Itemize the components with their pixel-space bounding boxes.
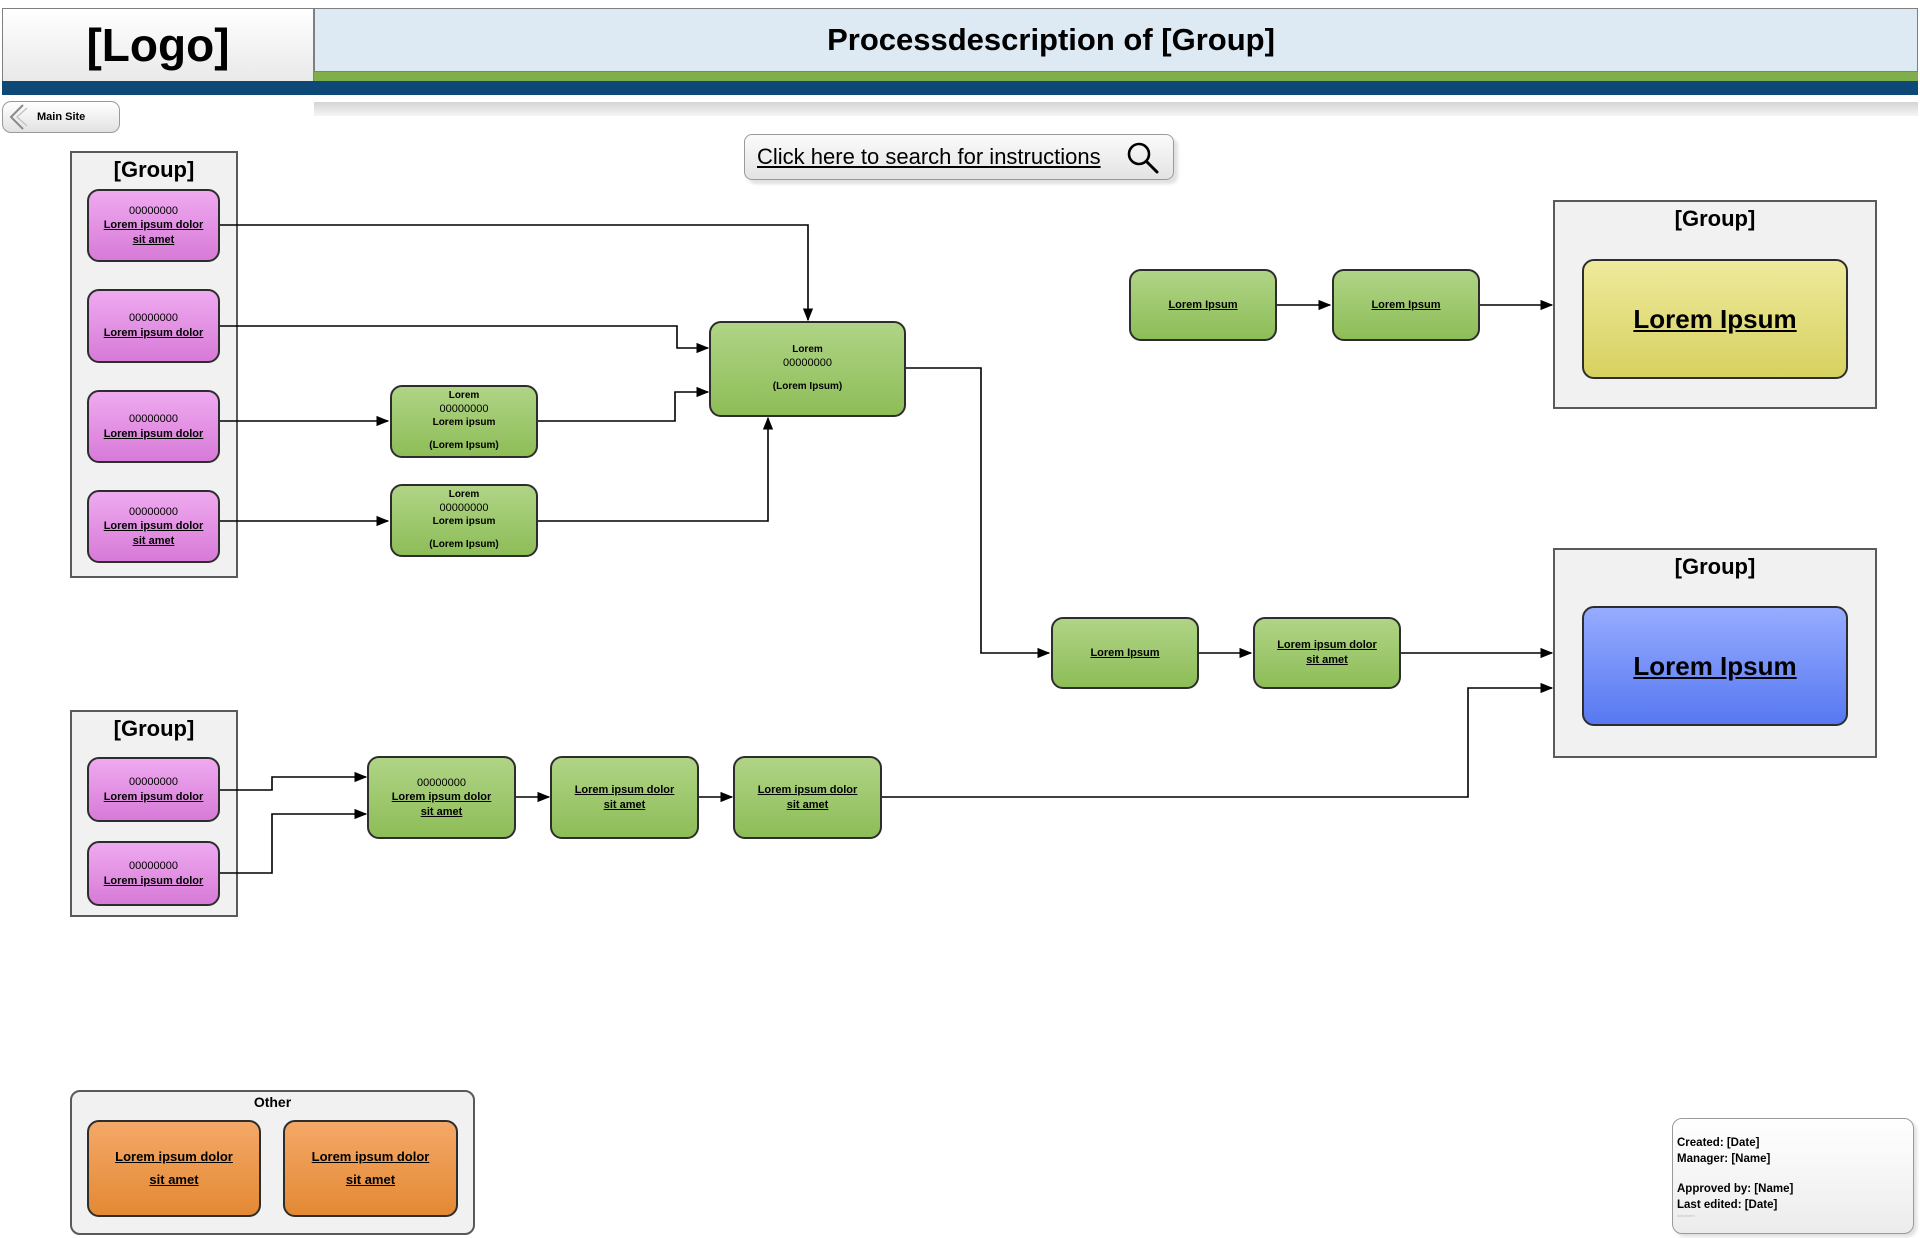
input-step-1[interactable]: 00000000 Lorem ipsum dolor sit amet [87,189,220,262]
mid-step-1[interactable]: Lorem 00000000 Lorem ipsum (Lorem Ipsum) [390,385,538,458]
connector [538,416,774,522]
manager-name: Manager: [Name] [1677,1153,1771,1166]
top-flow-step-2[interactable]: Lorem Ipsum [1332,269,1480,341]
input-step-3[interactable]: 00000000 Lorem ipsum dolor [87,390,220,463]
other-item-1[interactable]: Lorem ipsum dolor sit amet [87,1120,261,1217]
connector [220,325,710,354]
step-text: (Lorem Ipsum) [429,539,499,551]
connector [538,386,710,422]
step-link[interactable]: Lorem ipsum dolor [574,783,675,796]
other-item-2[interactable]: Lorem ipsum dolor sit amet [283,1120,458,1217]
target-blue[interactable]: Lorem Ipsum [1582,606,1848,726]
step-text: Lorem ipsum [432,515,496,527]
connector [220,224,814,322]
step-link[interactable]: sit amet [132,534,175,547]
step-link[interactable]: Lorem ipsum dolor [103,427,204,440]
logo: [Logo] [2,8,314,82]
connector [220,771,368,791]
step-link[interactable]: Lorem Ipsum [1371,298,1441,311]
bottom-flow-step-3[interactable]: Lorem ipsum dolor sit amet [733,756,882,839]
search-instructions-label: Click here to search for instructions [757,144,1101,169]
step-link[interactable]: Lorem ipsum dolor [103,874,204,887]
step-text: (Lorem Ipsum) [772,381,843,393]
chevron-left-icon [9,104,28,130]
step-link[interactable]: Lorem ipsum dolor [115,1149,233,1165]
step-link[interactable]: sit amet [132,233,175,246]
connector [220,808,368,874]
step-text: Lorem [792,344,823,356]
step-link[interactable]: sit amet [786,798,829,811]
step-link[interactable]: Lorem ipsum dolor [391,791,492,804]
group-title: [Group] [113,157,195,182]
step-code: 00000000 [129,505,178,518]
step-text: Lorem [448,489,480,501]
header-shadow [314,102,1918,116]
created-date: Created: [Date] [1677,1137,1760,1149]
input-step-5[interactable]: 00000000 Lorem ipsum dolor [87,757,220,822]
input-step-2[interactable]: 00000000 Lorem ipsum dolor [87,289,220,363]
step-code: 00000000 [129,412,178,425]
step-text: Lorem [448,390,480,402]
step-text: Lorem ipsum [432,416,496,428]
step-link[interactable]: sit amet [420,805,463,818]
doc-id: dokument [1677,1213,1695,1219]
input-step-4[interactable]: 00000000 Lorem ipsum dolor sit amet [87,490,220,563]
page-title: Processdescription of [Group] [314,8,1918,72]
step-link[interactable]: Lorem ipsum dolor [757,783,858,796]
mid-flow-step-1[interactable]: Lorem Ipsum [1051,617,1199,689]
group-title: [Group] [1674,554,1756,579]
step-code: 00000000 [439,402,489,415]
group-title: [Group] [113,716,195,741]
last-edited: Last edited: [Date] [1677,1199,1778,1212]
header-navy-stripe [2,81,1918,95]
step-link[interactable]: Lorem Ipsum [1090,646,1160,659]
search-icon [1127,142,1159,174]
step-link[interactable]: sit amet [149,1171,199,1187]
step-text: (Lorem Ipsum) [429,440,499,452]
connector [882,682,1554,798]
connector [906,367,1051,659]
bottom-flow-step-1[interactable]: 00000000 Lorem ipsum dolor sit amet [367,756,516,839]
step-code: 00000000 [129,312,178,325]
step-code: 00000000 [417,776,466,789]
step-link[interactable]: Lorem ipsum dolor [103,219,204,232]
step-link[interactable]: sit amet [1306,654,1348,666]
step-link[interactable]: Lorem ipsum dolor [103,790,204,803]
input-step-6[interactable]: 00000000 Lorem ipsum dolor [87,841,220,906]
search-instructions-button[interactable]: Click here to search for instructions [744,134,1174,180]
step-link[interactable]: Lorem ipsum dolor [103,327,204,339]
step-code: 00000000 [439,501,489,514]
top-flow-step-1[interactable]: Lorem Ipsum [1129,269,1277,341]
group-title: Other [253,1094,292,1110]
step-link[interactable]: Lorem ipsum dolor [311,1149,430,1165]
step-code: 00000000 [783,356,832,369]
approved-by: Approved by: [Name] [1677,1183,1794,1196]
step-link[interactable]: sit amet [603,798,646,811]
step-link[interactable]: Lorem ipsum dolor [1277,639,1377,652]
step-code: 00000000 [129,859,178,872]
main-site-button[interactable]: Main Site [2,101,120,133]
header-green-stripe [314,72,1918,81]
document-info: Created: [Date] Manager: [Name] Approved… [1672,1118,1914,1234]
mid-step-2[interactable]: Lorem 00000000 Lorem ipsum (Lorem Ipsum) [390,484,538,557]
step-link[interactable]: Lorem Ipsum [1168,298,1238,311]
step-link[interactable]: sit amet [345,1171,396,1187]
group-title: [Group] [1674,206,1756,231]
bottom-flow-step-2[interactable]: Lorem ipsum dolor sit amet [550,756,699,839]
target-link[interactable]: Lorem Ipsum [1633,650,1797,681]
target-yellow[interactable]: Lorem Ipsum [1582,259,1848,379]
target-link[interactable]: Lorem Ipsum [1633,303,1797,334]
mid-flow-step-2[interactable]: Lorem ipsum dolor sit amet [1253,617,1401,689]
step-link[interactable]: Lorem ipsum dolor [103,520,204,533]
step-code: 00000000 [129,204,178,217]
main-site-label: Main Site [37,111,86,123]
step-code: 00000000 [129,775,178,788]
central-step[interactable]: Lorem 00000000 (Lorem Ipsum) [709,321,906,417]
